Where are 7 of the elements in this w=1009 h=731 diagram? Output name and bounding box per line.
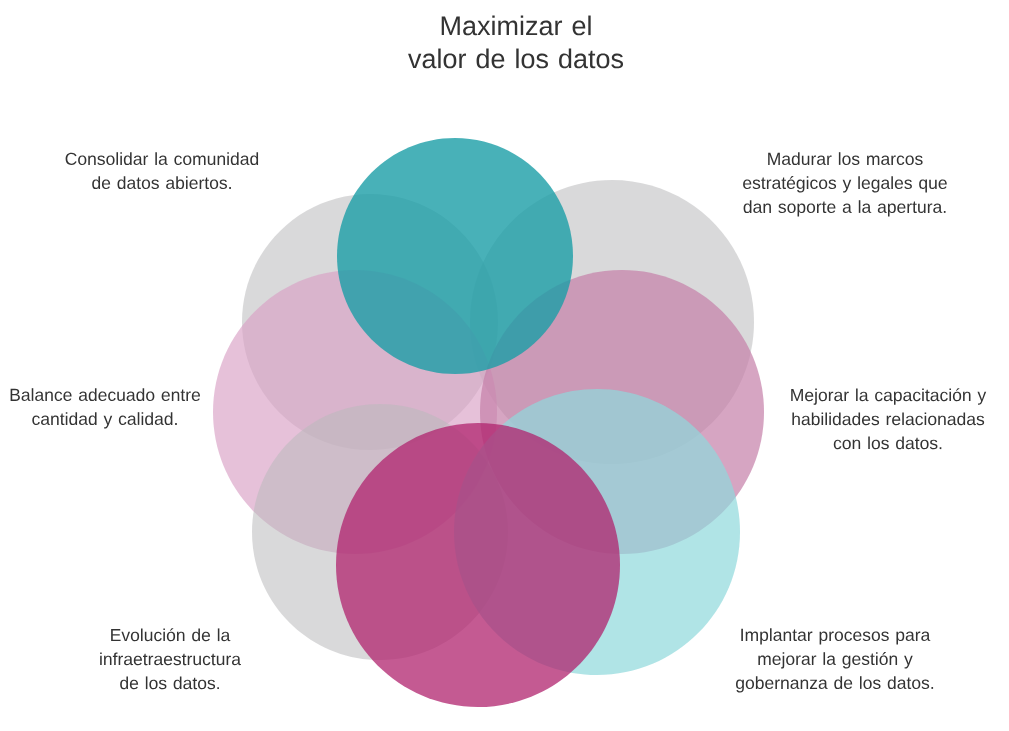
goal-text: Madurar los marcos estratégicos y legales que dan soporte a la apertura.	[743, 152, 947, 217]
goal-text: Mejorar la capacitación y habilidades relacionadas con los datos.	[791, 388, 987, 450]
goal-text: Balance adecuado entre cantidad y calidad.	[10, 388, 200, 429]
goal-text: Implantar procesos para mejorar la gestión y gobernanza de los datos.	[736, 628, 934, 693]
goal-text: Evolución de la infraetraestructura de los datos.	[100, 628, 241, 690]
title: Maximizar el valor de los datos	[408, 15, 624, 69]
goal-text: Consolidar la comunidad de datos abiertos.	[65, 152, 259, 190]
